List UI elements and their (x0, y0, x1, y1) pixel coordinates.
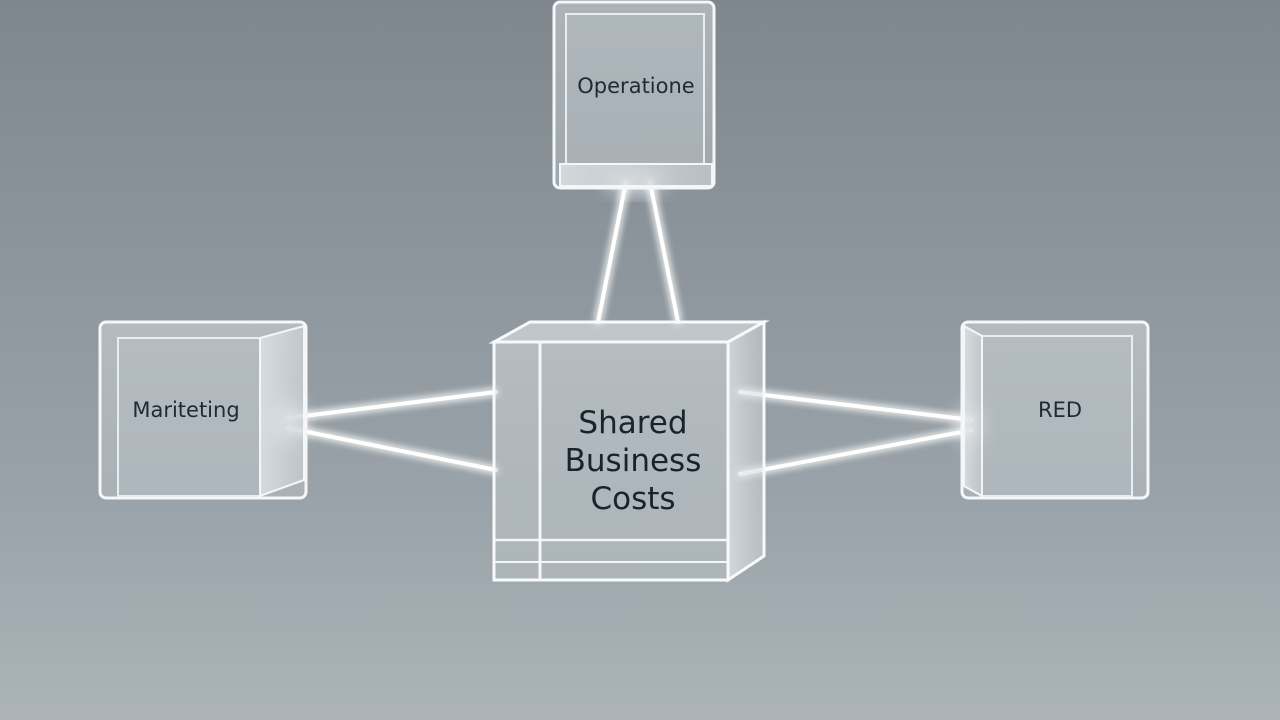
node-shared-costs-cube (488, 319, 770, 583)
center-label-line-2: Business (564, 443, 702, 479)
node-operations-cube (552, 0, 716, 190)
node-label-marketing: Mariteting (132, 398, 240, 422)
node-label-shared-costs: Shared Business Costs (528, 404, 738, 518)
connector-right-a (738, 390, 974, 422)
connector-top-a (596, 180, 628, 324)
center-label-line-3: Costs (590, 481, 676, 517)
node-label-red: RED (1037, 398, 1083, 422)
connector-left-a (286, 390, 498, 420)
node-red-cube (960, 320, 1150, 500)
center-label-line-1: Shared (578, 405, 688, 441)
connector-left-b (286, 426, 498, 472)
connector-right-b (738, 428, 974, 476)
connectors (286, 180, 974, 476)
node-marketing-cube (98, 320, 308, 500)
connector-top-b (648, 180, 680, 324)
node-label-operations: Operatione (577, 74, 695, 98)
